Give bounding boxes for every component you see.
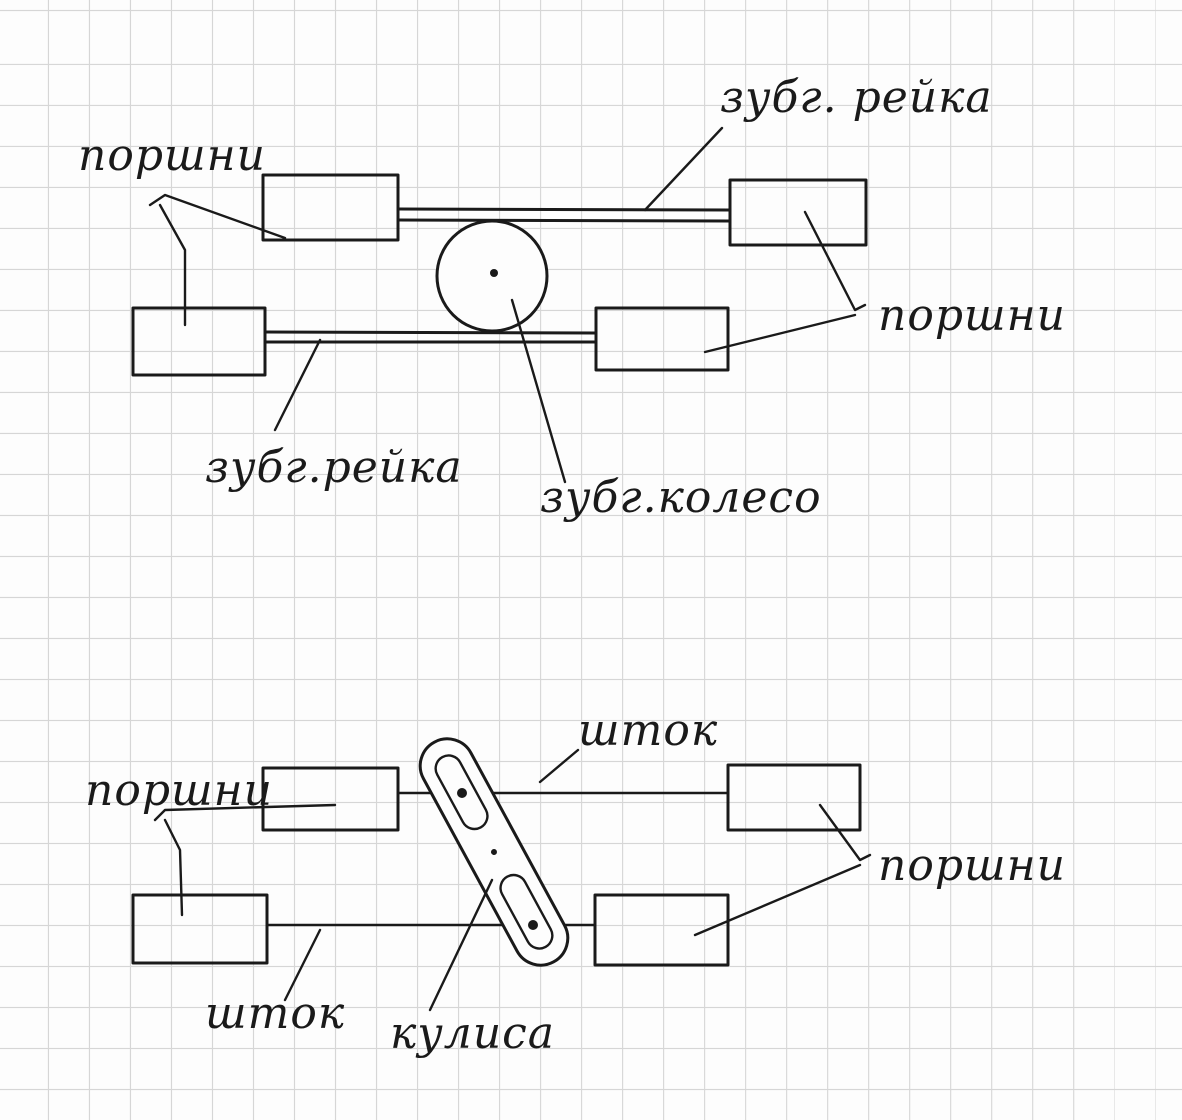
- gear-rack-bottom: [263, 330, 598, 344]
- piston-top-left-2: [261, 766, 400, 832]
- label-rod-top: шток: [578, 705, 718, 756]
- label-pistons-right-2: поршни: [878, 840, 1066, 891]
- leader-link: [428, 878, 494, 1012]
- label-pistons-left-2: поршни: [85, 765, 273, 816]
- piston-top-right-2: [726, 763, 862, 832]
- leader-rod-bottom: [283, 928, 322, 1002]
- leader-rack-bottom: [273, 338, 322, 432]
- leader-pistons-left: [148, 193, 287, 327]
- label-pistons-left: поршни: [78, 130, 266, 181]
- leader-pistons-left-2: [153, 803, 337, 917]
- leader-rod-top: [538, 748, 580, 784]
- piston-bottom-right-2: [593, 893, 730, 967]
- slotted-link-mechanism: шток поршни поршни шток кулиса: [85, 705, 1066, 1059]
- label-rack-bottom: зубг.рейка: [205, 442, 463, 493]
- gear-rack-top: [396, 207, 732, 223]
- leader-rack-top: [643, 126, 724, 212]
- pin-top: [457, 788, 467, 798]
- label-gear: зубг.колесо: [540, 472, 822, 523]
- rack-pinion-mechanism: зубг. рейка поршни поршни зубг.рейка зуб…: [78, 72, 1066, 523]
- label-pistons-right: поршни: [878, 290, 1066, 341]
- piston-top-left: [261, 173, 400, 242]
- pin-bottom: [528, 920, 538, 930]
- slotted-link: [418, 737, 570, 967]
- leader-pistons-right: [703, 210, 867, 354]
- label-rod-bottom: шток: [205, 988, 345, 1039]
- leader-pistons-right-2: [693, 803, 872, 937]
- piston-bottom-left-2: [131, 893, 269, 965]
- label-link: кулиса: [390, 1008, 555, 1059]
- piston-bottom-right: [594, 306, 730, 372]
- piston-top-right: [728, 178, 868, 247]
- gear-axis-dot: [490, 269, 498, 277]
- leader-gear: [510, 298, 567, 484]
- piston-bottom-left: [131, 306, 267, 377]
- label-rack-top: зубг. рейка: [720, 72, 993, 123]
